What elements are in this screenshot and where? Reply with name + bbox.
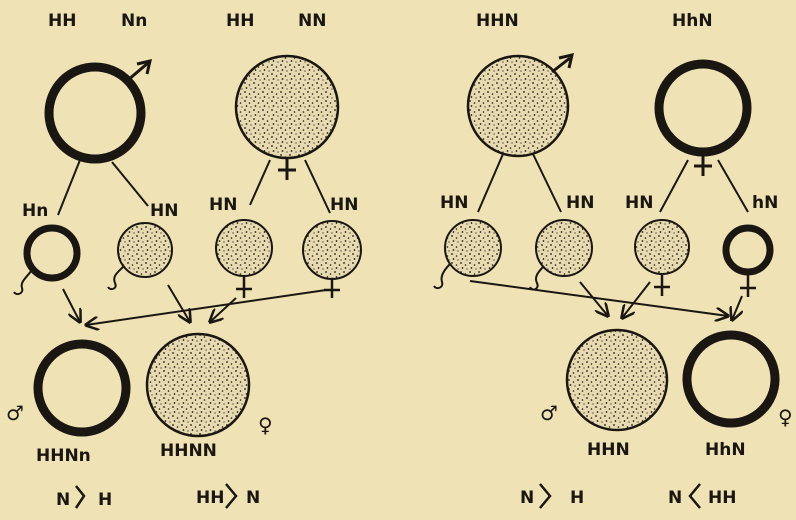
left-gamete-2 — [108, 223, 172, 289]
right-gamete-label-4: hN — [752, 193, 778, 213]
left-offspring-male-symbol: ♂ — [6, 401, 24, 425]
right-gamete-label-1: HN — [440, 193, 468, 213]
left-top-label-1: HH — [48, 11, 76, 31]
left-parent-female-circle — [236, 56, 338, 180]
left-offspring-female-genotype: HHNN — [160, 441, 217, 461]
right-gamete-2 — [530, 220, 592, 290]
right-panel: HHN HhN HN HN HN hN — [434, 11, 793, 508]
left-offspring-female-circle — [147, 334, 249, 436]
right-parent-female-circle — [659, 64, 747, 176]
right-offspring-male-symbol: ♂ — [540, 401, 558, 425]
left-parent-male-circle — [49, 61, 150, 159]
left-meiosis-lines — [58, 160, 330, 215]
svg-text:N: N — [520, 488, 534, 508]
right-offspring-female-genotype: HhN — [705, 440, 746, 460]
right-dominance-2: N HH — [668, 484, 736, 508]
svg-text:N: N — [56, 490, 70, 510]
left-gamete-label-2: HN — [150, 201, 178, 221]
right-gamete-1 — [434, 220, 501, 288]
right-gamete-3 — [635, 220, 689, 296]
left-gamete-label-4: HN — [330, 195, 358, 215]
right-offspring-male-genotype: HHN — [587, 440, 630, 460]
left-gamete-1 — [14, 228, 77, 294]
svg-text:HH: HH — [708, 488, 736, 508]
left-gamete-3 — [216, 220, 272, 298]
left-gamete-4 — [303, 221, 361, 298]
right-parent-male-circle — [468, 55, 572, 156]
svg-text:N: N — [668, 488, 682, 508]
right-dominance-1: N H — [520, 484, 584, 508]
right-top-label-1: HHN — [476, 11, 519, 31]
left-offspring-male-circle — [38, 344, 126, 432]
left-dominance-1: N H — [56, 486, 112, 510]
right-offspring-female-circle — [687, 335, 775, 423]
left-top-label-2: Nn — [121, 11, 147, 31]
right-fertilization-arrows — [470, 281, 742, 320]
svg-text:H: H — [570, 488, 584, 508]
left-top-label-3: HH — [226, 11, 254, 31]
left-gamete-label-3: HN — [209, 195, 237, 215]
svg-text:N: N — [246, 488, 260, 508]
right-gamete-4 — [726, 228, 770, 297]
left-fertilization-arrows — [63, 285, 326, 325]
left-gamete-label-1: Hn — [22, 201, 48, 221]
right-offspring-female-symbol: ♀ — [778, 405, 793, 429]
right-offspring-male-circle — [567, 330, 667, 430]
right-gamete-label-3: HN — [625, 193, 653, 213]
svg-text:H: H — [98, 490, 112, 510]
left-offspring-female-symbol: ♀ — [258, 413, 273, 437]
left-offspring-male-genotype: HHNn — [36, 446, 91, 466]
left-dominance-2: HH N — [196, 484, 260, 508]
right-meiosis-lines — [478, 154, 748, 212]
right-gamete-label-2: HN — [566, 193, 594, 213]
right-top-label-2: HhN — [672, 11, 713, 31]
left-top-label-4: NN — [298, 11, 326, 31]
svg-text:HH: HH — [196, 488, 224, 508]
left-panel: HH Nn HH NN Hn HN HN HN — [6, 11, 361, 510]
